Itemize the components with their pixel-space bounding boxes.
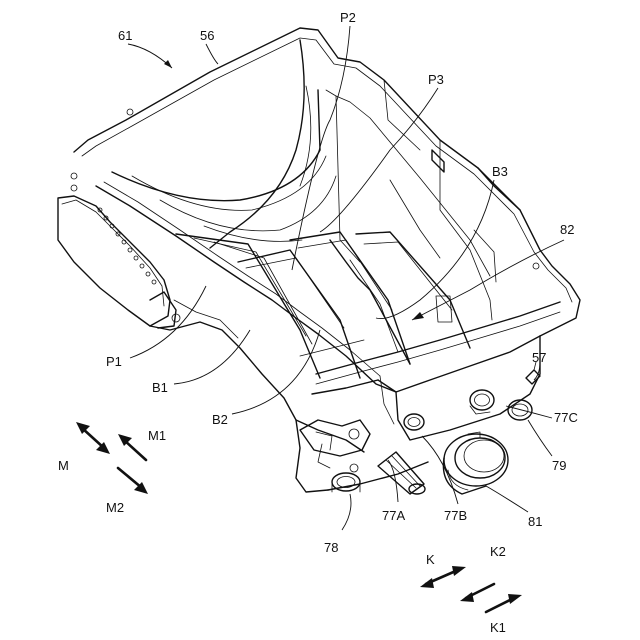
label-b2: B2 [212, 412, 228, 427]
left-hook [150, 292, 180, 328]
arrows-m [76, 422, 148, 494]
label-p2: P2 [340, 10, 356, 25]
label-77b: 77B [444, 508, 467, 523]
label-p3: P3 [428, 72, 444, 87]
housing-body [58, 28, 580, 492]
boss-77c [470, 390, 494, 414]
label-61: 61 [118, 28, 132, 43]
front-bracket [300, 420, 370, 472]
label-78: 78 [324, 540, 338, 555]
label-b3: B3 [492, 164, 508, 179]
socket-81 [443, 432, 508, 494]
label-m1: M1 [148, 428, 166, 443]
label-k1: K1 [490, 620, 506, 635]
label-57: 57 [532, 350, 546, 365]
arrows-k [420, 566, 522, 612]
collar-78 [332, 473, 360, 492]
label-77c: 77C [554, 410, 578, 425]
label-81: 81 [528, 514, 542, 529]
label-m: M [58, 458, 69, 473]
label-p1: P1 [106, 354, 122, 369]
label-77a: 77A [382, 508, 405, 523]
boss-77b [404, 414, 424, 430]
front-components [71, 109, 540, 494]
rails [176, 232, 560, 394]
label-b1: B1 [152, 380, 168, 395]
label-56: 56 [200, 28, 214, 43]
label-k: K [426, 552, 435, 567]
slot-holes [98, 208, 156, 284]
label-k2: K2 [490, 544, 506, 559]
label-m2: M2 [106, 500, 124, 515]
label-82: 82 [560, 222, 574, 237]
label-79: 79 [552, 458, 566, 473]
